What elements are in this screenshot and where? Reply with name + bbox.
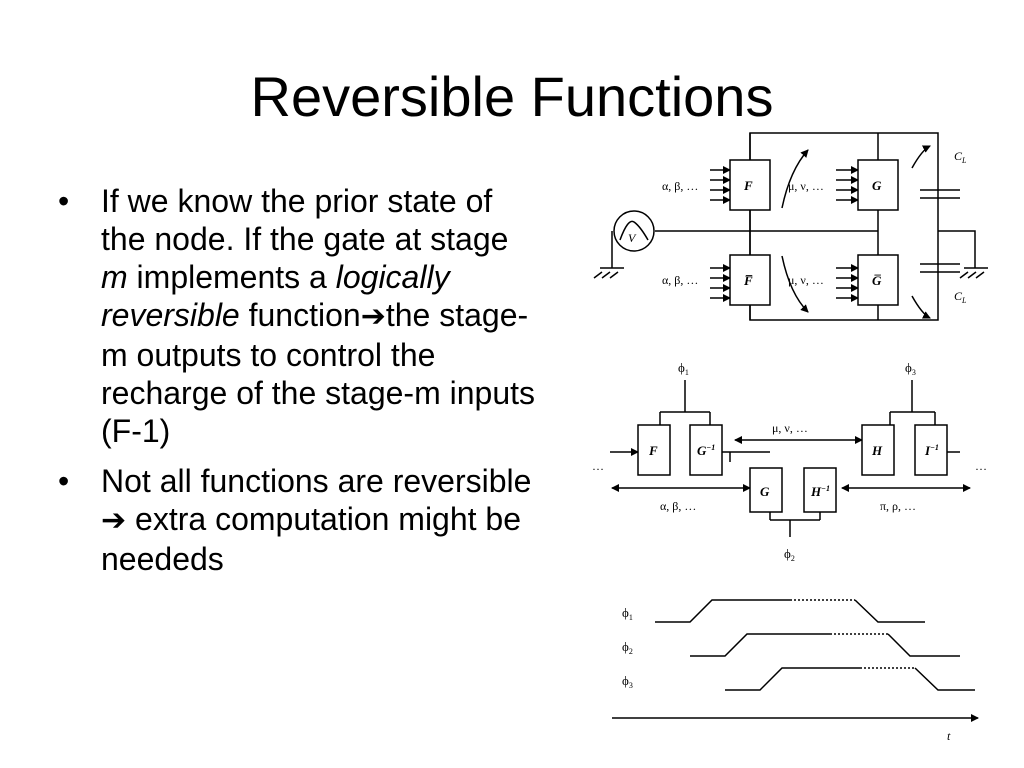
text-run-italic: logically reversible: [101, 259, 450, 333]
voltage-source-icon: [613, 210, 655, 252]
phi2-label: ϕ2: [784, 546, 795, 563]
text-run: the stage-m outputs to control the recha…: [101, 297, 536, 449]
block-H-inverse-label: H−1: [810, 484, 830, 499]
gate-F: [729, 159, 771, 211]
block-G-inverse-label: G−1: [697, 443, 715, 458]
input-label-bottom: α, β, …: [662, 273, 698, 287]
mid-label-bottom: μ, ν, …: [788, 273, 824, 287]
text-run: Not all functions are reversible: [101, 463, 532, 499]
cap-label-top: CL: [954, 149, 967, 165]
bullet-item: • If we know the prior state of the node…: [58, 182, 538, 450]
gate-G-bar-label: G̅: [872, 273, 882, 288]
clock-phi1-label: ϕ1: [622, 605, 633, 622]
text-run: implements a: [127, 259, 336, 295]
text-run: If we know the prior state of the node. …: [101, 183, 509, 257]
block-F: [637, 424, 671, 476]
cap-label-bottom: CL: [954, 289, 967, 305]
clock-phi3-label: ϕ3: [622, 673, 633, 690]
right-arrow-icon: ➔: [101, 504, 127, 537]
input-label-top: α, β, …: [662, 179, 698, 193]
bullet-text: If we know the prior state of the node. …: [101, 183, 535, 449]
timing-waveforms: [612, 599, 979, 722]
slide-title: Reversible Functions: [250, 65, 774, 128]
block-I-inverse: [914, 424, 948, 476]
gate-G-label: G: [872, 178, 882, 193]
bullet-list: • If we know the prior state of the node…: [58, 182, 538, 590]
pipeline-wires: [610, 380, 971, 537]
bullet-item: • Not all functions are reversible ➔ ext…: [58, 462, 538, 578]
phi3-label: ϕ3: [905, 360, 916, 377]
block-I-inverse-label: I−1: [924, 443, 939, 458]
ellipsis-left: …: [592, 459, 604, 473]
mid-label-top: μ, ν, …: [788, 179, 824, 193]
bullet-text: Not all functions are reversible ➔ extra…: [101, 463, 531, 577]
block-H: [861, 424, 895, 476]
bullet-marker: •: [58, 183, 70, 219]
bullet-marker: •: [58, 463, 70, 499]
alpha-label: α, β, …: [660, 499, 696, 513]
text-run: extra computation might be neededs: [101, 501, 522, 577]
source-label: V: [628, 231, 637, 245]
right-arrow-icon: ➔: [360, 300, 386, 333]
pi-label: π, ρ, …: [880, 499, 916, 513]
block-G-label: G: [760, 484, 770, 499]
block-H-label: H: [871, 443, 883, 458]
gate-G-bar: [857, 254, 899, 306]
block-G-inverse: [689, 424, 723, 476]
pulse-icon: [619, 220, 649, 241]
ellipsis-right: …: [975, 459, 987, 473]
text-run-italic: m: [101, 259, 128, 295]
block-F-label: F: [648, 443, 658, 458]
gate-F-bar-label: F̅: [743, 273, 753, 288]
gate-F-bar: [729, 254, 771, 306]
clock-phi2-label: ϕ2: [622, 639, 633, 656]
phi1-label: ϕ1: [678, 360, 689, 377]
text-run: function: [239, 297, 361, 333]
block-H-inverse: [803, 467, 837, 513]
block-G: [749, 467, 783, 513]
mu-label: μ, ν, …: [772, 421, 808, 435]
gate-G: [857, 159, 899, 211]
time-axis-label: t: [947, 729, 951, 743]
gate-F-label: F: [743, 178, 753, 193]
